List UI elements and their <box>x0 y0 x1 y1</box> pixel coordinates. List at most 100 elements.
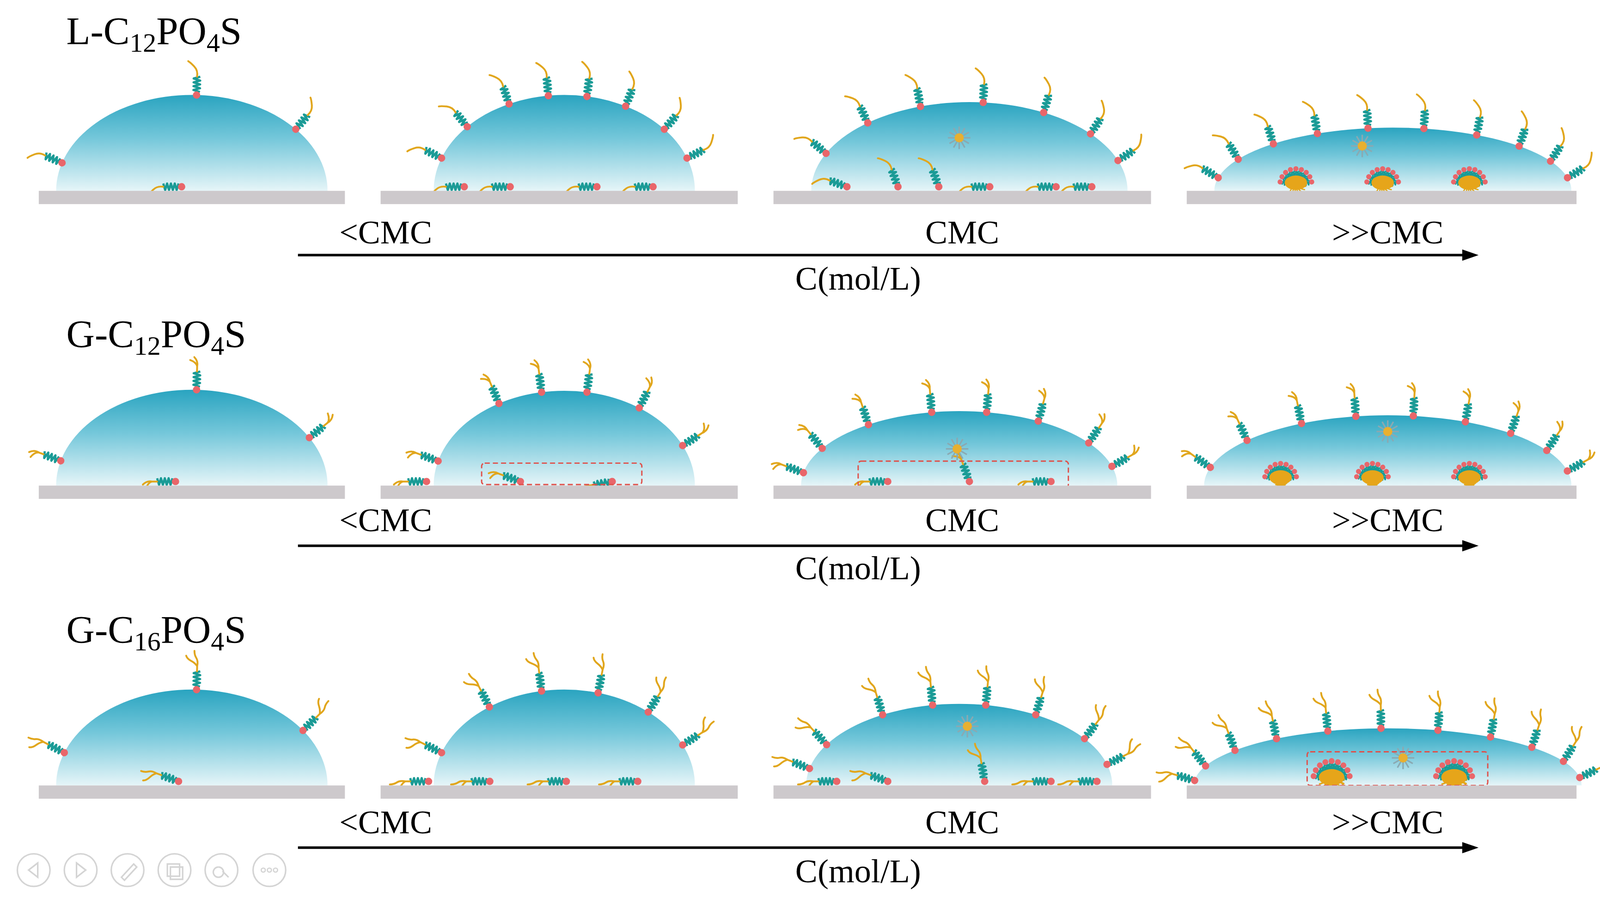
head-group <box>1363 461 1371 468</box>
alkyl-body <box>637 390 651 407</box>
alkyl-body <box>888 168 901 186</box>
toolbar-glyph <box>213 867 229 878</box>
alkyl-body <box>1073 183 1089 190</box>
row-illustration <box>24 650 1600 854</box>
tail-chain <box>590 653 606 676</box>
alkyl-body <box>634 183 650 190</box>
surfactant-molecule <box>917 666 937 710</box>
head-group <box>537 687 546 696</box>
surfactant-molecule <box>770 458 809 481</box>
surfactant-molecule <box>1023 674 1051 720</box>
surfactant-molecule <box>1257 700 1281 745</box>
tail-chain <box>1210 714 1229 738</box>
axis-title: C(mol/L) <box>795 854 922 889</box>
tail-chain <box>1172 735 1195 759</box>
panel <box>770 379 1152 500</box>
alkyl-body <box>1351 397 1359 414</box>
axis-tick-label: >>CMC <box>1331 215 1444 250</box>
alkyl-body <box>193 76 201 92</box>
surfactant-molecule <box>1312 692 1332 737</box>
head-group <box>1261 474 1268 481</box>
head-group <box>593 183 601 191</box>
tail-chain <box>580 61 592 79</box>
head-group <box>1312 129 1322 138</box>
head-group <box>57 158 68 168</box>
alkyl-body <box>1462 403 1472 420</box>
text-run: L-C <box>66 8 130 53</box>
tail-chain <box>1288 391 1299 407</box>
alkyl-body <box>419 451 437 464</box>
head-group <box>1112 155 1124 166</box>
alkyl-body <box>471 778 487 785</box>
surfactant-molecule <box>1288 390 1307 429</box>
head-group <box>981 701 990 710</box>
head-group <box>544 91 553 100</box>
head-group <box>1088 183 1096 191</box>
substrate <box>38 485 345 500</box>
surfactant-molecule <box>401 732 447 765</box>
substrate <box>773 485 1152 500</box>
surfactant-molecule <box>1357 94 1373 133</box>
head-group <box>1541 445 1552 456</box>
head-group <box>1444 758 1452 767</box>
head-group <box>833 778 841 786</box>
tail-chain <box>407 142 426 159</box>
head-group <box>893 182 903 192</box>
head-group <box>1380 166 1386 172</box>
head-group <box>1369 461 1375 467</box>
alkyl-body <box>543 77 552 93</box>
alkyl-body <box>959 463 972 481</box>
head-group <box>1346 773 1354 781</box>
alkyl-body <box>1377 710 1385 726</box>
surfactant-molecule <box>1478 697 1502 742</box>
surfactant-molecule <box>1346 383 1361 421</box>
alkyl-body <box>818 778 834 785</box>
head-group <box>436 153 447 164</box>
panel <box>380 652 739 800</box>
tail-chain <box>318 411 335 427</box>
tail-chain <box>1428 690 1442 713</box>
alkyl-body <box>1033 696 1045 714</box>
surfactant-molecule <box>407 140 447 169</box>
tail-chain <box>1591 751 1600 771</box>
head-group <box>1351 412 1360 421</box>
head-group <box>504 99 514 109</box>
text-run: CMC <box>925 501 1000 539</box>
head-group <box>593 689 603 698</box>
alkyl-body <box>1363 109 1372 126</box>
surfactant-molecule <box>1540 128 1573 167</box>
tail-chain <box>461 672 482 697</box>
surfactant-molecule <box>404 446 443 470</box>
head-group <box>582 92 592 101</box>
micelle <box>1276 164 1316 195</box>
toolbar-glyph <box>167 864 183 880</box>
tail-chain <box>525 653 540 675</box>
tail-chain <box>794 131 813 149</box>
tail-chain <box>439 100 457 119</box>
head-group <box>1460 417 1470 427</box>
text-run: CMC <box>925 804 1000 842</box>
head-group <box>634 778 642 786</box>
micelle <box>1450 460 1489 489</box>
head-group <box>677 440 688 451</box>
tail-chain <box>1179 448 1196 464</box>
head-group <box>192 91 201 99</box>
alkyl-body <box>983 686 991 703</box>
substrate <box>38 190 345 205</box>
tail-chain <box>1516 111 1531 129</box>
head-group <box>1392 173 1400 181</box>
tail-chain <box>792 716 815 739</box>
alkyl-body <box>1529 729 1541 746</box>
head-group <box>55 456 66 466</box>
text-run: PO <box>160 607 212 652</box>
head-group <box>1466 166 1472 172</box>
droplet <box>55 95 328 192</box>
substrate <box>773 190 1152 205</box>
head-group <box>1558 756 1569 767</box>
head-group <box>1419 124 1428 133</box>
head-group <box>537 388 546 397</box>
toolbar-glyph <box>273 868 278 873</box>
head-group <box>1382 468 1390 476</box>
